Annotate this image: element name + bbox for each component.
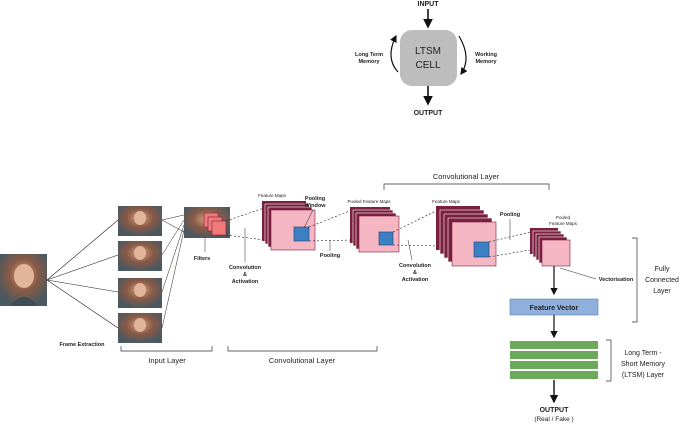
long-term-memory-label-2: Memory (358, 59, 380, 65)
pooled-maps-2-label-1: Pooled (556, 215, 571, 220)
pooling-1-label: Pooling (320, 253, 340, 259)
lstm-layer-label-2: Short Memory (621, 361, 665, 368)
input-frame-2 (118, 241, 162, 271)
pooled-maps-1-label: Pooled Feature Maps (347, 199, 391, 204)
lstm-cell-box (400, 30, 457, 86)
pooling-window-label-1: Pooling (305, 196, 325, 202)
conv-layer-bottom-bracket (227, 346, 378, 352)
filters-label: Filters (194, 256, 211, 262)
filter-image (184, 207, 230, 238)
feature-maps-1-label: Feature Maps (258, 193, 287, 198)
feature-vector-label: Feature Vector (530, 305, 579, 312)
feature-maps-1 (262, 201, 316, 251)
pooling-window-2 (378, 231, 394, 246)
conv-layer-top-bracket (383, 183, 550, 190)
conv-activation-2-b: & (413, 270, 417, 276)
long-term-memory-label-1: Long Term (355, 52, 383, 58)
fully-connected-label-2: Connected (645, 277, 679, 284)
working-memory-label-1: Working (475, 52, 497, 58)
conv-activation-1-c: Activation (232, 279, 259, 285)
long-term-loop-arrow (390, 34, 399, 73)
pooling-window-label-2: Window (304, 203, 326, 209)
lstm-layer-label-1: Long Term - (624, 350, 662, 357)
conv-layer-bottom-label: Convolutional Layer (269, 356, 336, 365)
pooled-feature-maps-1 (350, 207, 400, 253)
input-layer-bracket (120, 346, 213, 352)
source-video-frame (0, 254, 47, 306)
conv-activation-2-c: Activation (402, 277, 429, 283)
lstm-cell-figure: INPUT LTSM CELL Long Term Memory Working… (355, 1, 497, 117)
lstm-layer-stack (510, 341, 598, 379)
cell-label-1: LTSM (415, 46, 441, 57)
conv-activation-2-a: Convolution (399, 263, 432, 269)
frame-extraction-lines (46, 219, 119, 329)
input-frame-1 (118, 206, 162, 236)
window-to-pooled-dotted (308, 209, 353, 242)
frames-to-filter-lines (161, 214, 185, 329)
fully-connected-label-3: Layer (653, 288, 671, 295)
pooled-feature-maps-2 (530, 228, 571, 267)
pooled-maps-2-label-2: Feature Maps (549, 221, 578, 226)
pooled-to-maps2-dotted (392, 209, 439, 247)
cell-input-label: INPUT (418, 1, 440, 8)
fully-connected-label-1: Fully (655, 266, 670, 273)
frame-extraction-label: Frame Extraction (60, 342, 106, 348)
vectorisation-label: Vectorisation (599, 277, 634, 283)
filter-to-maps-dotted (225, 207, 265, 241)
feature-maps-2-label: Feature Maps (432, 199, 461, 204)
input-frame-3 (118, 278, 162, 308)
working-memory-label-2: Memory (475, 59, 497, 65)
cell-output-label: OUTPUT (414, 110, 444, 117)
fully-connected-bracket (632, 237, 638, 323)
lstm-layer-bracket (606, 339, 612, 382)
input-frames (118, 206, 162, 343)
pooling-window-1 (293, 226, 310, 242)
input-frame-4 (118, 313, 162, 343)
final-output-label: OUTPUT (540, 407, 570, 414)
pooling-window-3 (473, 241, 490, 258)
cell-label-2: CELL (415, 60, 440, 71)
conv-activation-1-a: Convolution (229, 265, 262, 271)
feature-maps-2 (436, 206, 497, 267)
final-output-sub-label: (Real / Fake ) (534, 416, 573, 423)
conv-layer-top-label: Convolutional Layer (433, 172, 500, 181)
maps2-to-pooled2-dotted (488, 231, 531, 258)
working-memory-loop-arrow (458, 35, 468, 75)
pooling-2-label: Pooling (500, 212, 520, 218)
lstm-layer-label-3: (LTSM) Layer (622, 372, 665, 379)
input-layer-label: Input Layer (148, 356, 186, 365)
conv-activation-1-b: & (243, 272, 247, 278)
